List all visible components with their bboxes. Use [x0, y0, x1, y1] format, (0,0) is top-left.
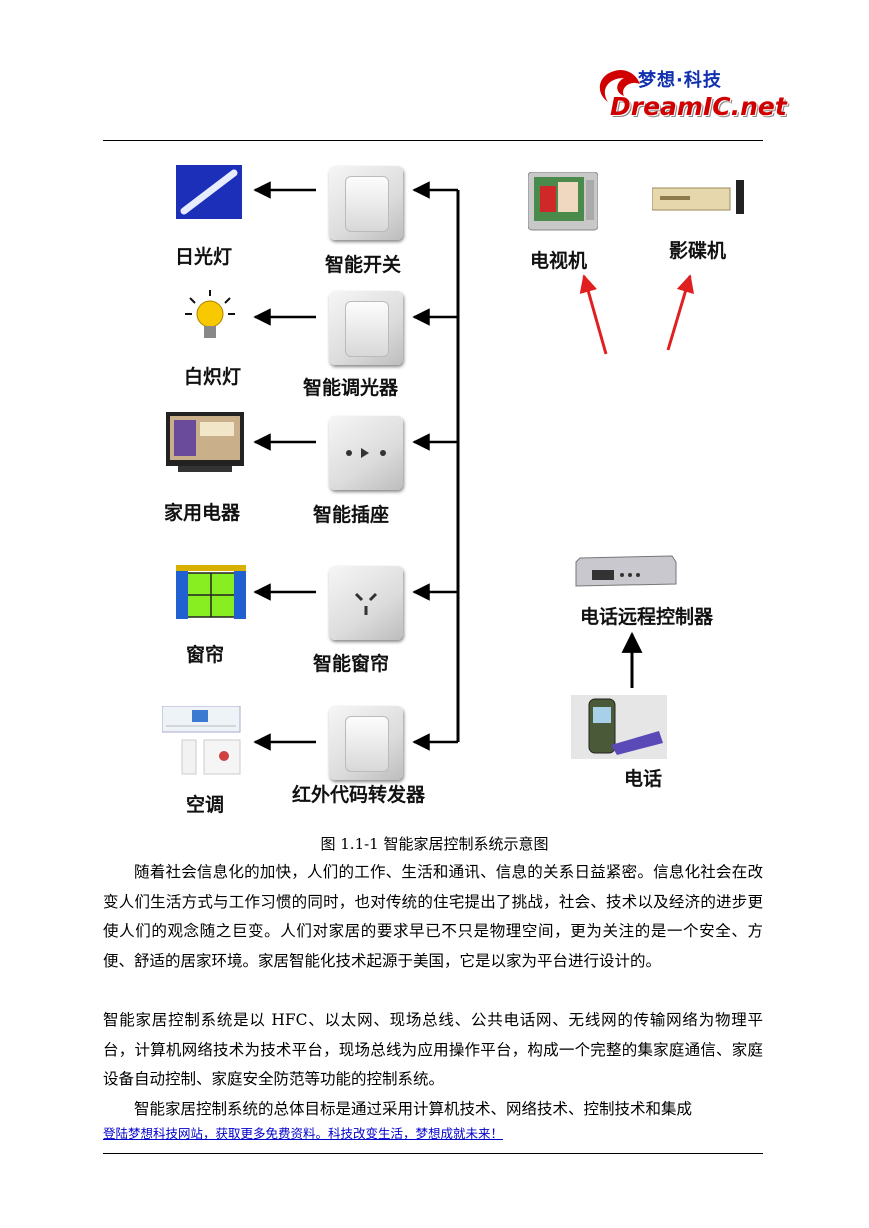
- air-conditioner-icon: [162, 706, 241, 775]
- site-logo: 梦想·科技 DreamIC.net: [590, 62, 787, 132]
- figure-caption: 图 1.1-1 智能家居控制系统示意图: [320, 835, 549, 853]
- footer-link[interactable]: 登陆梦想科技网站，获取更多免费资料。科技改变生活，梦想成就未来！: [103, 1126, 504, 1141]
- label-tv: 电视机: [530, 250, 588, 272]
- label-smart-dimmer: 智能调光器: [303, 377, 399, 399]
- television-icon: [528, 172, 598, 231]
- label-smart-curtain: 智能窗帘: [313, 653, 390, 675]
- socket-holes-icon: [346, 448, 386, 458]
- phone-icon: [571, 695, 667, 759]
- fluorescent-lamp-icon: [176, 165, 242, 219]
- ir-transponder-panel: [329, 706, 403, 780]
- label-remote-controller: 电话远程控制器: [580, 606, 714, 628]
- header-rule: [103, 140, 763, 141]
- paragraph-2: 智能家居控制系统是以 HFC、以太网、现场总线、公共电话网、无线网的传输网络为物…: [103, 1011, 763, 1088]
- incandescent-bulb-icon: [185, 290, 235, 338]
- label-home-appliance: 家用电器: [164, 502, 241, 524]
- paragraph-1: 随着社会信息化的加快，人们的工作、生活和通讯、信息的关系日益紧密。信息化社会在改…: [103, 863, 763, 970]
- smart-socket-panel: [329, 416, 403, 490]
- smart-home-diagram: 日光灯 白炽灯 家用电器 窗帘 空调 智能开关 智能调光器 智能插座 智能窗帘 …: [0, 150, 869, 830]
- label-curtain: 窗帘: [186, 644, 225, 666]
- outlet-icon: [354, 592, 378, 615]
- label-phone: 电话: [624, 768, 663, 790]
- logo-chinese-text: 梦想·科技: [638, 70, 722, 91]
- paragraph-3: 智能家居控制系统的总体目标是通过采用计算机技术、网络技术、控制技术和集成: [134, 1100, 693, 1118]
- label-dvd-player: 影碟机: [669, 240, 727, 262]
- dvd-player-icon: [652, 180, 744, 214]
- label-fluorescent-lamp: 日光灯: [175, 246, 233, 268]
- swirl-logo-icon: [599, 70, 640, 102]
- diagram-lines: [253, 181, 695, 751]
- label-ir-transponder: 红外代码转发器: [292, 784, 426, 806]
- smart-switch-panel: [329, 166, 403, 240]
- smart-dimmer-panel: [329, 291, 403, 365]
- footer-rule: [103, 1153, 763, 1154]
- logo-english-text: DreamIC.net: [610, 92, 787, 121]
- label-smart-socket: 智能插座: [313, 504, 390, 526]
- tv-appliance-icon: [166, 412, 244, 472]
- label-air-conditioner: 空调: [186, 794, 225, 816]
- curtain-icon: [176, 565, 246, 619]
- label-incandescent-lamp: 白炽灯: [184, 366, 242, 388]
- remote-controller-box-icon: [575, 555, 677, 587]
- smart-curtain-panel: [329, 566, 403, 640]
- label-smart-switch: 智能开关: [325, 254, 402, 276]
